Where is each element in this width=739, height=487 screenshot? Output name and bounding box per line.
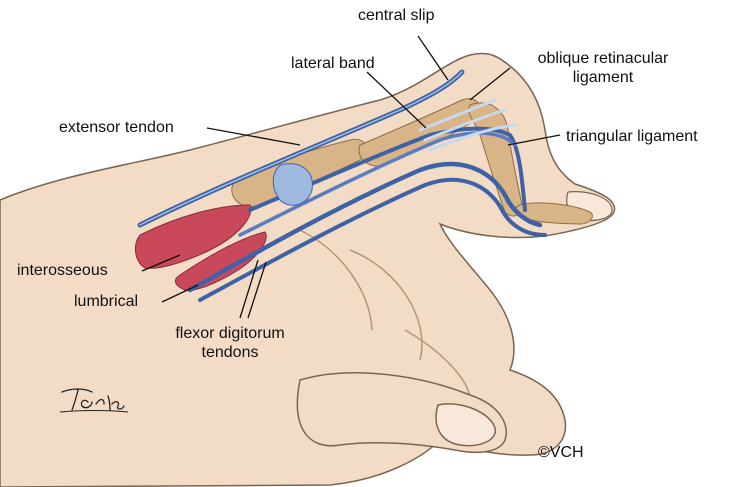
copyright-credit: ©VCH (538, 444, 584, 462)
